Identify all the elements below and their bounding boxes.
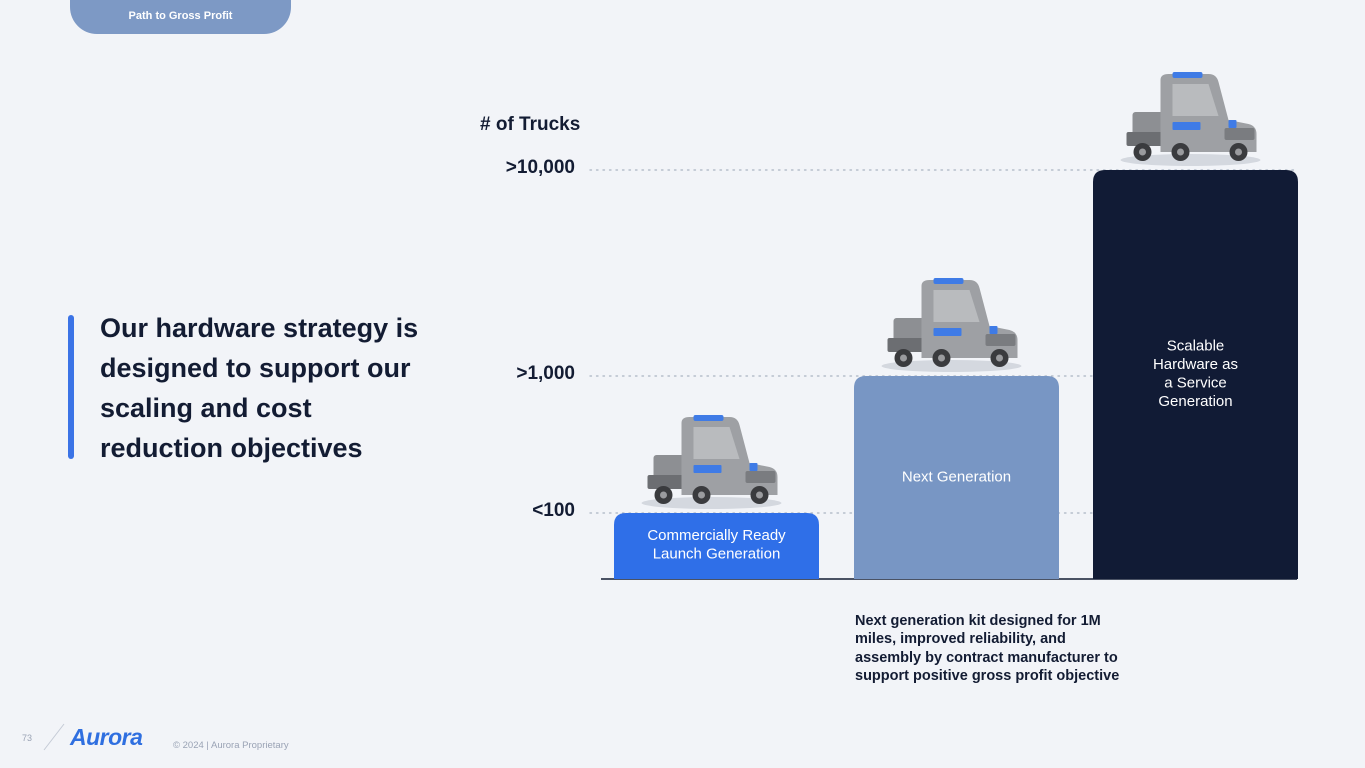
bar-label: Next Generation (902, 469, 1011, 486)
copyright: © 2024 | Aurora Proprietary (173, 740, 289, 751)
bar (854, 376, 1059, 579)
bar (614, 513, 819, 579)
footnote: Next generation kit designed for 1M mile… (855, 613, 1120, 685)
bar (1093, 170, 1298, 579)
page-number: 73 (22, 733, 33, 743)
truck-icon (641, 415, 782, 509)
truck-icon (881, 278, 1022, 372)
accent-bar (68, 315, 74, 459)
section-tab[interactable]: Path to Gross Profit (70, 0, 291, 34)
y-axis-title: # of Trucks (480, 114, 581, 135)
aurora-logo: Aurora (70, 724, 143, 750)
headline: Our hardware strategy is designed to sup… (100, 313, 419, 463)
y-tick-label: <100 (532, 500, 575, 521)
section-tab-label: Path to Gross Profit (128, 10, 233, 22)
divider-slash (43, 723, 65, 751)
y-tick-label: >1,000 (516, 363, 575, 384)
truck-icon (1120, 72, 1261, 166)
y-tick-label: >10,000 (505, 157, 575, 178)
